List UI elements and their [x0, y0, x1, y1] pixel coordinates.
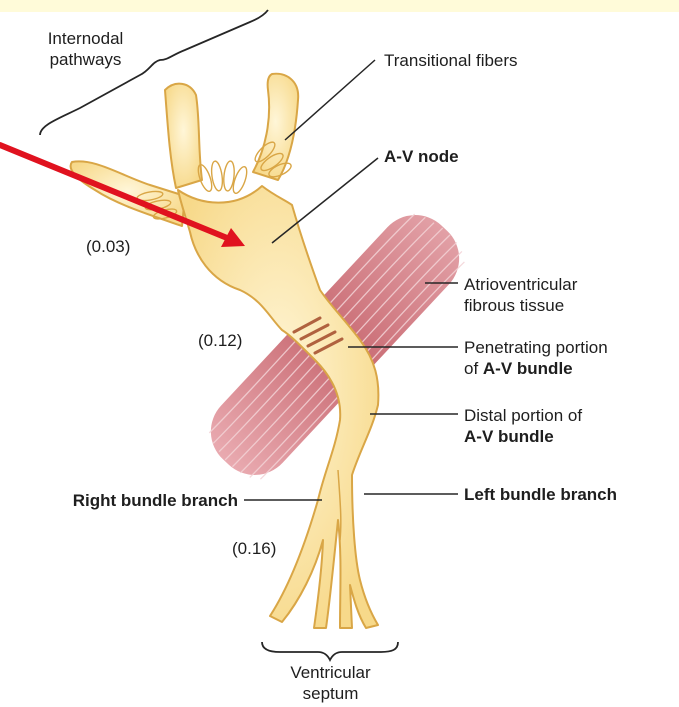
label-transitional-fibers: Transitional fibers	[384, 50, 518, 71]
label-distal-line2: A-V bundle	[464, 427, 554, 446]
label-time-016: (0.16)	[232, 538, 276, 559]
label-penetrating-portion: Penetrating portion of A-V bundle	[464, 337, 608, 379]
label-internodal-pathways: Internodal pathways	[28, 28, 143, 70]
red-arrow	[0, 145, 245, 247]
label-av-node: A-V node	[384, 146, 459, 167]
label-distal-portion: Distal portion of A-V bundle	[464, 405, 582, 447]
label-penetrating-line2: of A-V bundle	[464, 358, 608, 379]
label-septum-line2: septum	[268, 683, 393, 704]
label-internodal-line1: Internodal	[28, 28, 143, 49]
label-penetrating-bold: A-V bundle	[483, 359, 573, 378]
label-internodal-line2: pathways	[28, 49, 143, 70]
label-right-bundle-text: Right bundle branch	[73, 491, 238, 510]
septum-bracket	[262, 642, 398, 660]
label-right-bundle-branch: Right bundle branch	[20, 490, 238, 511]
label-av-node-text: A-V node	[384, 147, 459, 166]
label-distal-line1: Distal portion of	[464, 405, 582, 426]
label-left-bundle-text: Left bundle branch	[464, 485, 617, 504]
label-left-bundle-branch: Left bundle branch	[464, 484, 617, 505]
label-ventricular-septum: Ventricular septum	[268, 662, 393, 704]
label-av-fibrous-tissue: Atrioventricular fibrous tissue	[464, 274, 577, 316]
label-time-012: (0.12)	[198, 330, 242, 351]
label-av-fibrous-line2: fibrous tissue	[464, 295, 577, 316]
label-av-fibrous-line1: Atrioventricular	[464, 274, 577, 295]
label-penetrating-prefix: of	[464, 359, 483, 378]
label-distal-line2-wrap: A-V bundle	[464, 426, 582, 447]
label-penetrating-line1: Penetrating portion	[464, 337, 608, 358]
label-time-003: (0.03)	[86, 236, 130, 257]
label-septum-line1: Ventricular	[268, 662, 393, 683]
